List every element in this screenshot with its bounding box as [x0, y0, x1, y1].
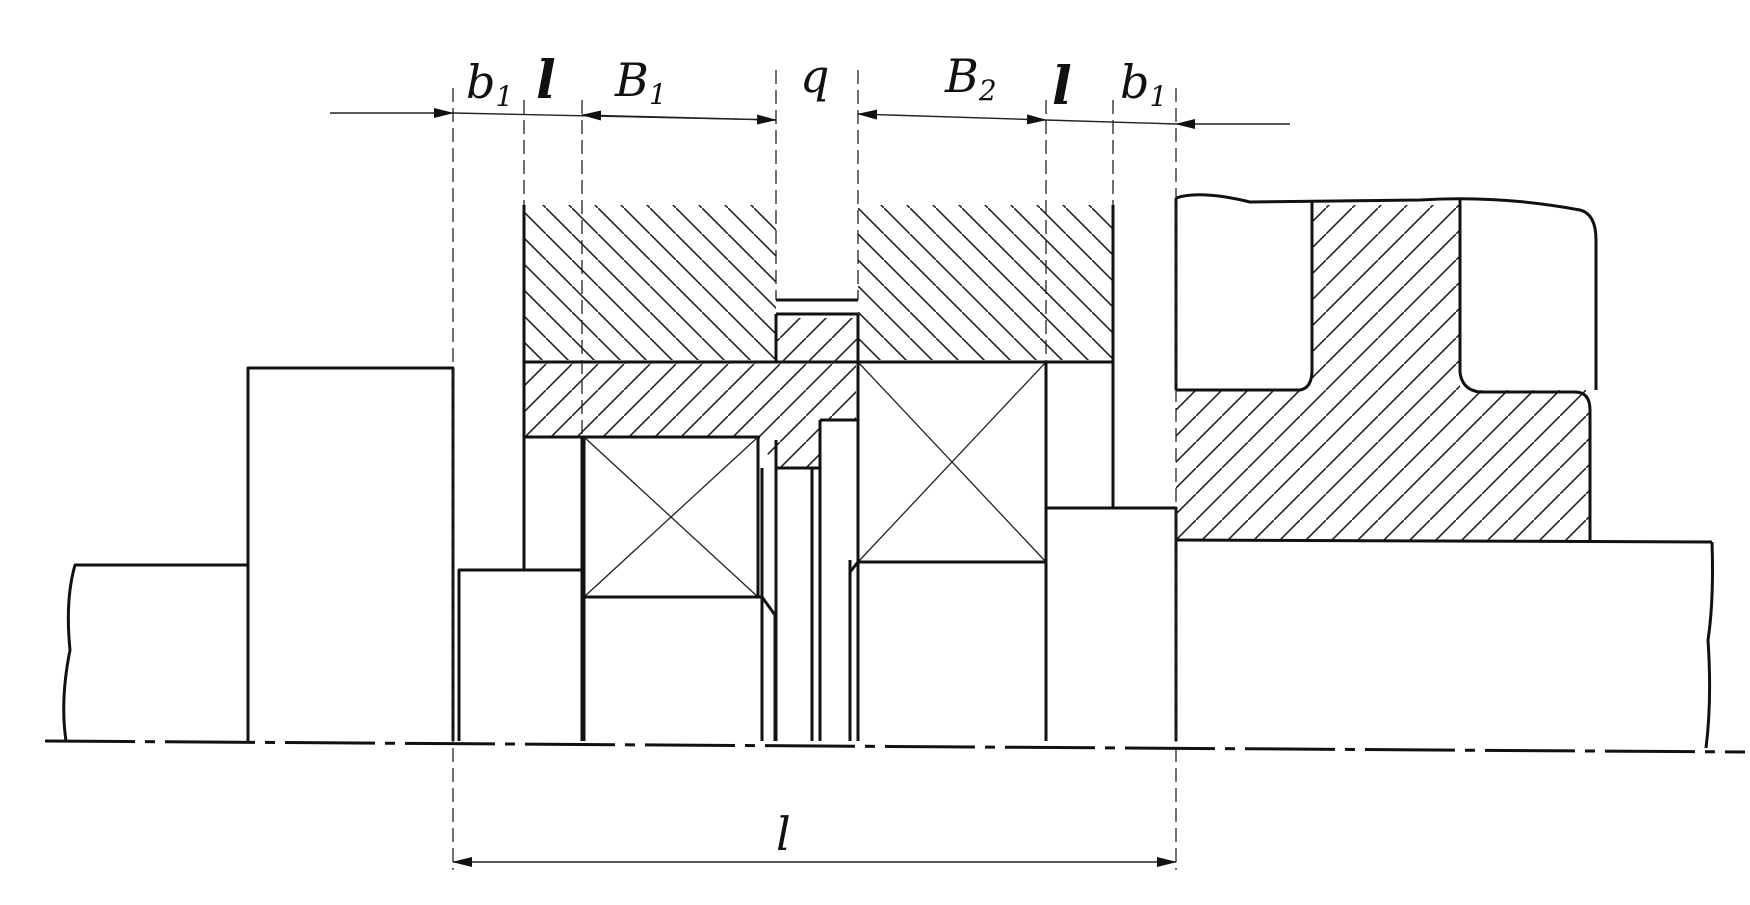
left-spacer-sleeve — [457, 568, 584, 741]
right-shaft-end — [1704, 541, 1714, 749]
right-collar — [1044, 506, 1178, 741]
label-l-right: l — [1052, 56, 1072, 117]
label-B2: B2 — [944, 49, 997, 107]
right-hub — [1174, 193, 1713, 544]
right-bearing — [856, 360, 1048, 564]
extension-lines — [452, 70, 1177, 870]
label-b1-left: b1 — [466, 55, 513, 113]
label-overall-l: l — [776, 807, 791, 861]
left-bearing-inner-ring — [582, 595, 777, 741]
left-bearing — [582, 435, 760, 599]
label-b1-right: b1 — [1120, 55, 1167, 113]
left-shaft-collar — [246, 366, 455, 741]
right-bearing-inner-ring — [848, 560, 1048, 741]
top-dimension-line — [330, 108, 1290, 129]
label-q: q — [800, 49, 829, 103]
label-l-left: l — [536, 50, 556, 111]
left-shaft-end — [62, 563, 248, 742]
centerline — [44, 739, 1746, 754]
label-B1: B1 — [614, 53, 667, 111]
central-shaft — [760, 468, 860, 741]
housing-block — [522, 205, 1115, 364]
right-spacer — [1044, 362, 1115, 510]
left-spacer-upper — [522, 435, 584, 570]
